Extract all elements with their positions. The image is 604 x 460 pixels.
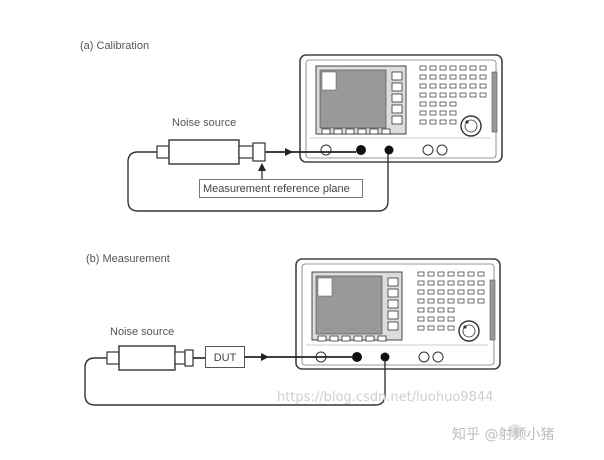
analyzer-instrument-a: [299, 54, 503, 163]
noise-source-a-label: Noise source: [172, 117, 237, 129]
analyzer-instrument-b: [295, 258, 501, 370]
dut-box: DUT: [205, 346, 245, 368]
noise-source-a: [156, 139, 266, 165]
noise-source-b-label: Noise source: [110, 326, 175, 338]
drive-cable-b: [84, 357, 386, 406]
brand-avatar-icon: [508, 424, 522, 438]
panel-a-title: (a) Calibration: [80, 40, 150, 52]
drive-cable-a: [127, 151, 389, 212]
reference-plane-label: Measurement reference plane: [199, 179, 363, 198]
noise-source-b: [106, 345, 194, 371]
watermark-url: https://blog.csdn.net/luohuo9844: [277, 390, 494, 405]
panel-b-title: (b) Measurement: [86, 253, 170, 265]
brand-watermark: 知乎 @射频小猪: [452, 427, 555, 443]
